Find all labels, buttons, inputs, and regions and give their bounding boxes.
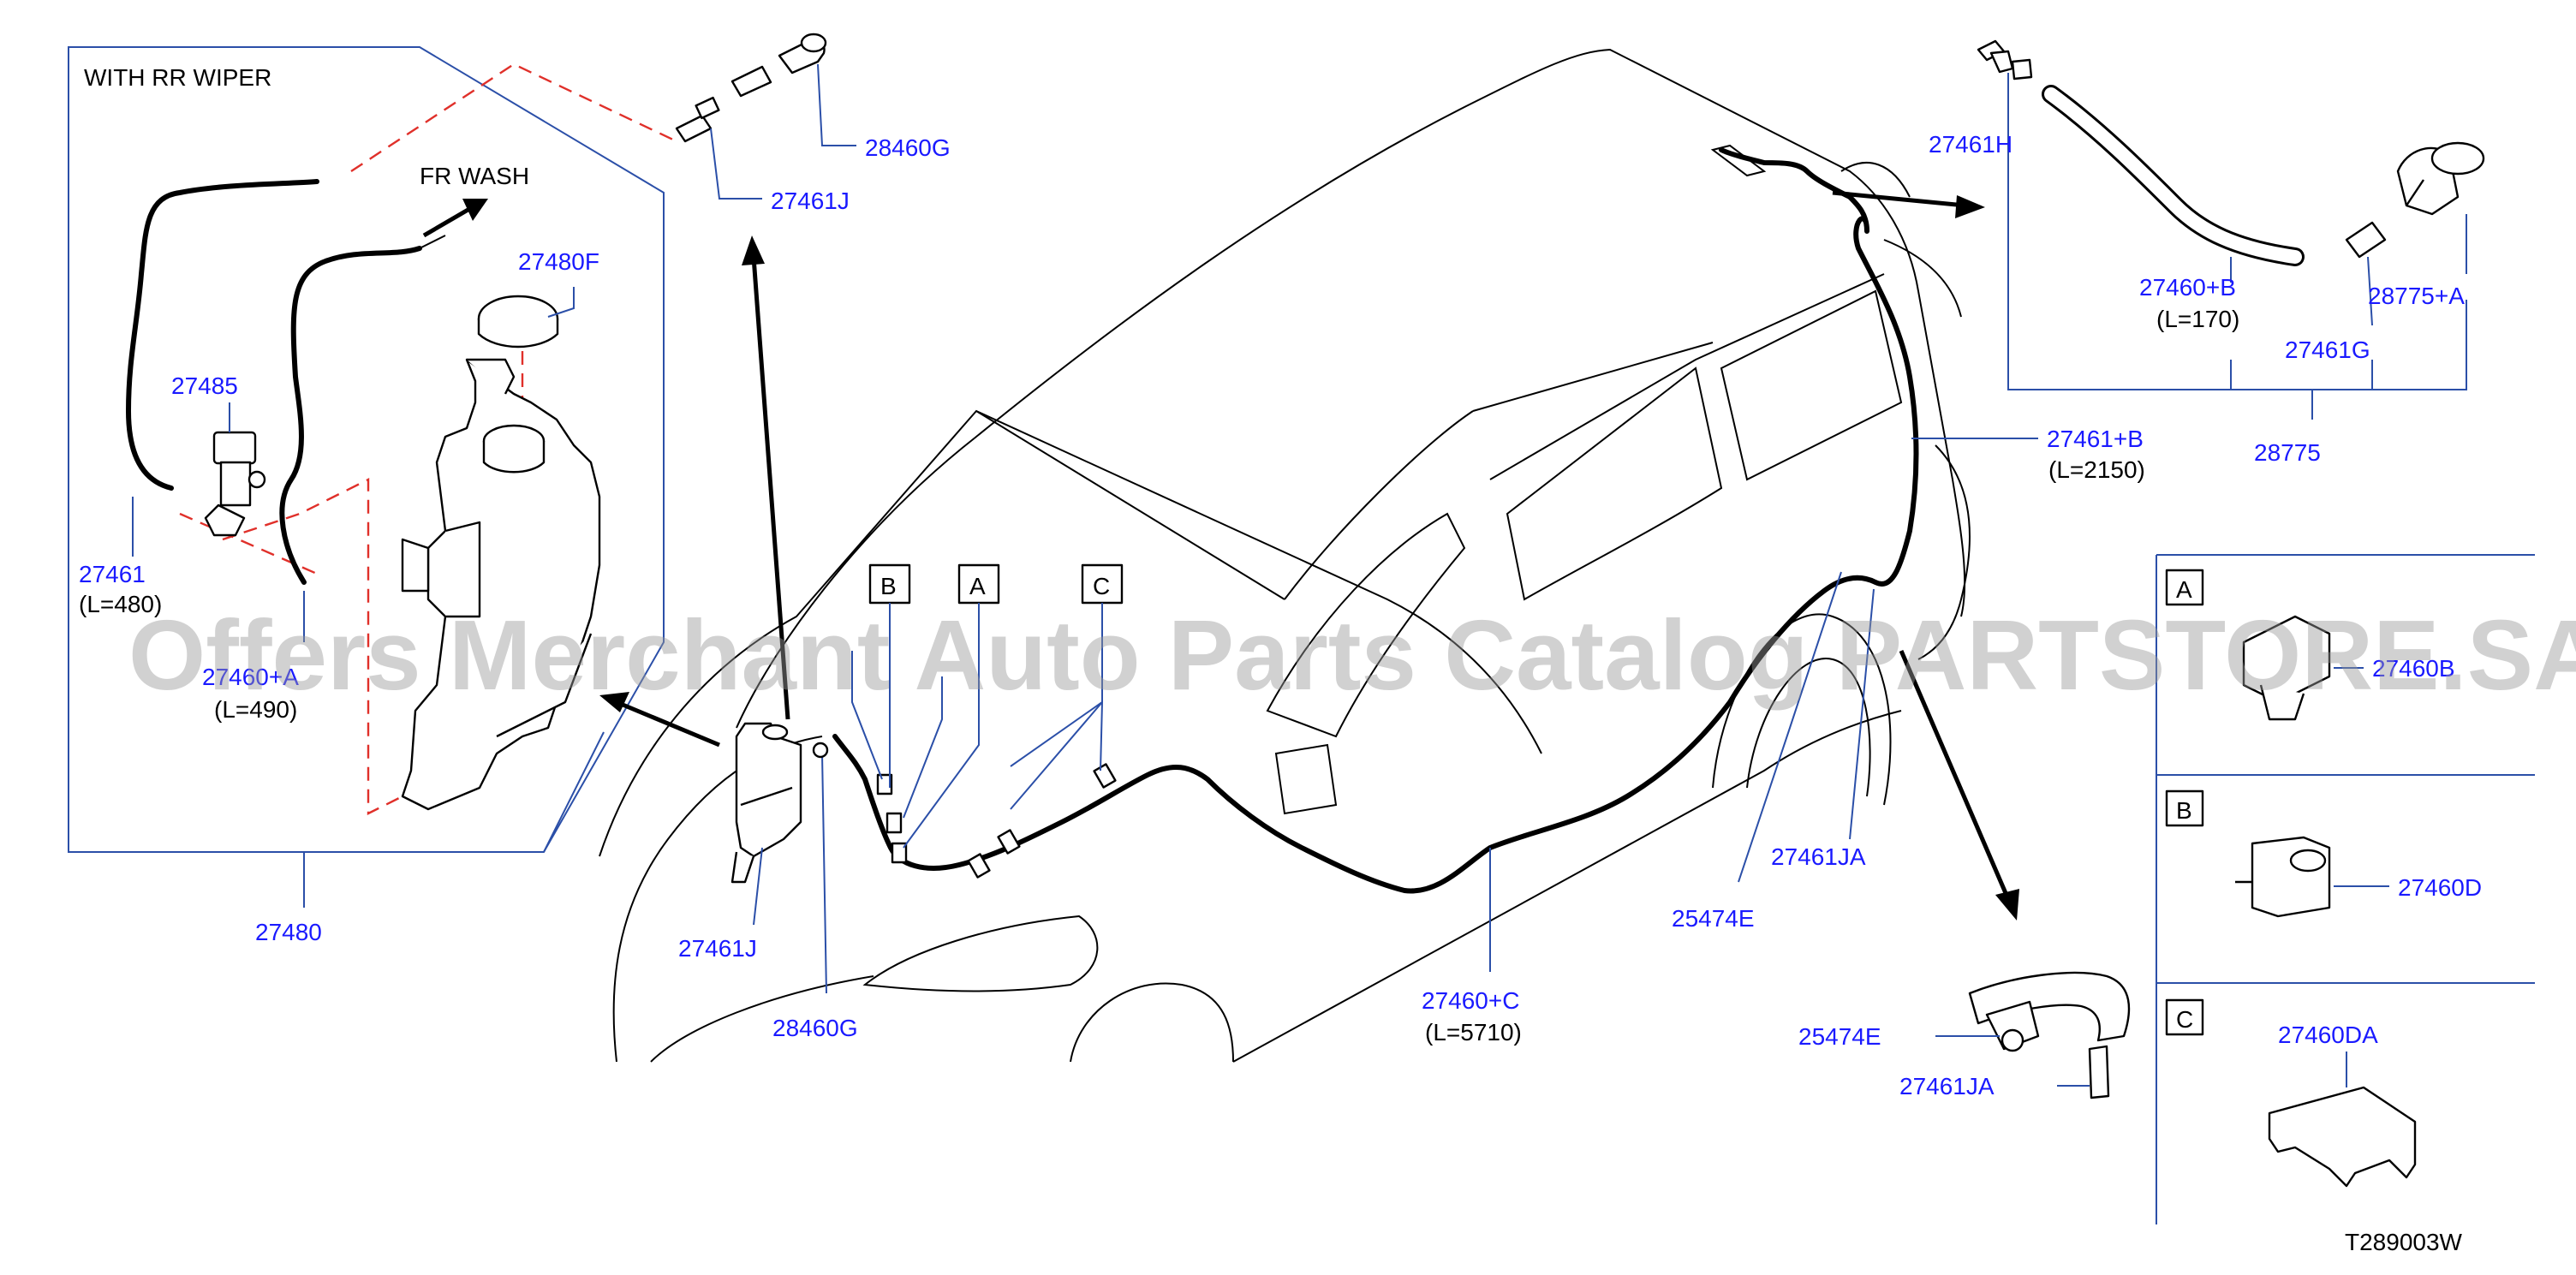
label-28460G-top: 28460G — [865, 134, 951, 161]
phantom-line-upper — [350, 63, 677, 173]
vehicle-body — [599, 48, 1971, 1063]
legend-part-c: 27460DA — [2278, 1022, 2378, 1048]
washer-hose-main — [832, 144, 1919, 894]
callout-boxes: B A C — [851, 563, 1124, 849]
label-27460C: 27460+C — [1422, 987, 1519, 1014]
legend-box-c — [2165, 998, 2204, 1036]
label-28460G-bottom: 28460G — [772, 1015, 858, 1041]
clip-b-icon — [2235, 836, 2331, 918]
inset-frame — [68, 46, 665, 853]
front-nozzle-detail: 28460G 27461J — [675, 33, 951, 720]
clip-c-icon — [2268, 1086, 2417, 1188]
fr-wash-label: FR WASH — [420, 163, 529, 189]
phantom-line-lower — [222, 478, 403, 815]
label-27480: 27480 — [255, 919, 322, 945]
label-27461: 27461 — [79, 561, 146, 587]
arrow-to-rear-joint — [1899, 650, 2011, 900]
rear-joint-detail: 25474E 27461JA — [1798, 971, 2131, 1099]
callout-b: B — [880, 573, 897, 599]
main-hose-leader: 27460+C (L=5710) — [1422, 848, 1522, 1046]
callout-c: C — [1093, 573, 1110, 599]
label-27461JA-detail: 27461JA — [1899, 1073, 1995, 1099]
arrow-to-nozzle — [751, 256, 790, 720]
label-27461JA-middle: 27461JA — [1771, 843, 1866, 870]
legend-letter-c: C — [2176, 1006, 2193, 1033]
label-28775A: 28775+A — [2368, 283, 2465, 309]
legend-part-a: 27460B — [2372, 655, 2455, 682]
legend-letter-a: A — [2176, 576, 2192, 603]
label-27461B: 27461+B — [2047, 426, 2144, 452]
arrow-to-rear-nozzle — [1832, 190, 1966, 208]
diagram-code: T289003W — [2345, 1229, 2463, 1255]
label-27461G: 27461G — [2285, 337, 2370, 363]
label-27461H: 27461H — [1929, 131, 2012, 158]
label-27460C-length: (L=5710) — [1425, 1019, 1522, 1046]
legend-box-b — [2165, 789, 2204, 827]
label-27461B-length: (L=2150) — [2048, 456, 2145, 483]
label-27480F: 27480F — [518, 248, 599, 275]
pump-27485 — [204, 431, 266, 537]
arrow-to-inset — [616, 700, 720, 748]
watermark: Offers Merchant Auto Parts Catalog PARTS… — [128, 599, 2576, 711]
cap-27480F — [477, 295, 559, 349]
label-27460A: 27460+A — [202, 664, 299, 690]
label-27460A-length: (L=490) — [214, 696, 297, 723]
legend-letter-b: B — [2176, 797, 2192, 824]
callout-box-c — [1081, 563, 1124, 605]
inset-leaders: 27480F 27485 27461 (L=480) 27460+A (L=49… — [79, 248, 605, 945]
label-27461-length: (L=480) — [79, 591, 162, 617]
label-27461J-bottom: 27461J — [678, 935, 757, 962]
clip-legend: A 27460B B 27460D C 27460DA — [2156, 554, 2535, 1224]
washer-tank-mounted — [730, 722, 802, 884]
rear-nozzle-detail: 27461H 27460+B (L=170) 28775+A 27461G 28… — [1929, 39, 2485, 466]
label-25474E-middle: 25474E — [1672, 905, 1755, 932]
callout-box-a — [957, 563, 1000, 605]
label-27460B-length: (L=170) — [2156, 306, 2239, 332]
label-27461J-top: 27461J — [771, 188, 850, 214]
inset-title: WITH RR WIPER — [84, 64, 271, 91]
legend-part-b: 27460D — [2398, 874, 2482, 901]
rear-wiper-inset: WITH RR WIPER FR WASH — [68, 46, 677, 853]
label-25474E-detail: 25474E — [1798, 1023, 1881, 1050]
reservoir-27480 — [401, 358, 601, 811]
clip-a-icon — [2242, 615, 2331, 721]
front-lower-leaders: 27461J 28460G — [678, 742, 858, 1041]
label-28775: 28775 — [2254, 439, 2321, 466]
rear-hose-leaders: 25474E 27461JA 27461+B (L=2150) — [1672, 426, 2145, 932]
hose-clips — [876, 763, 1117, 879]
label-27485: 27485 — [171, 372, 238, 399]
callout-a: A — [969, 573, 986, 599]
label-27460B: 27460+B — [2139, 274, 2236, 301]
legend-box-a — [2165, 569, 2204, 606]
